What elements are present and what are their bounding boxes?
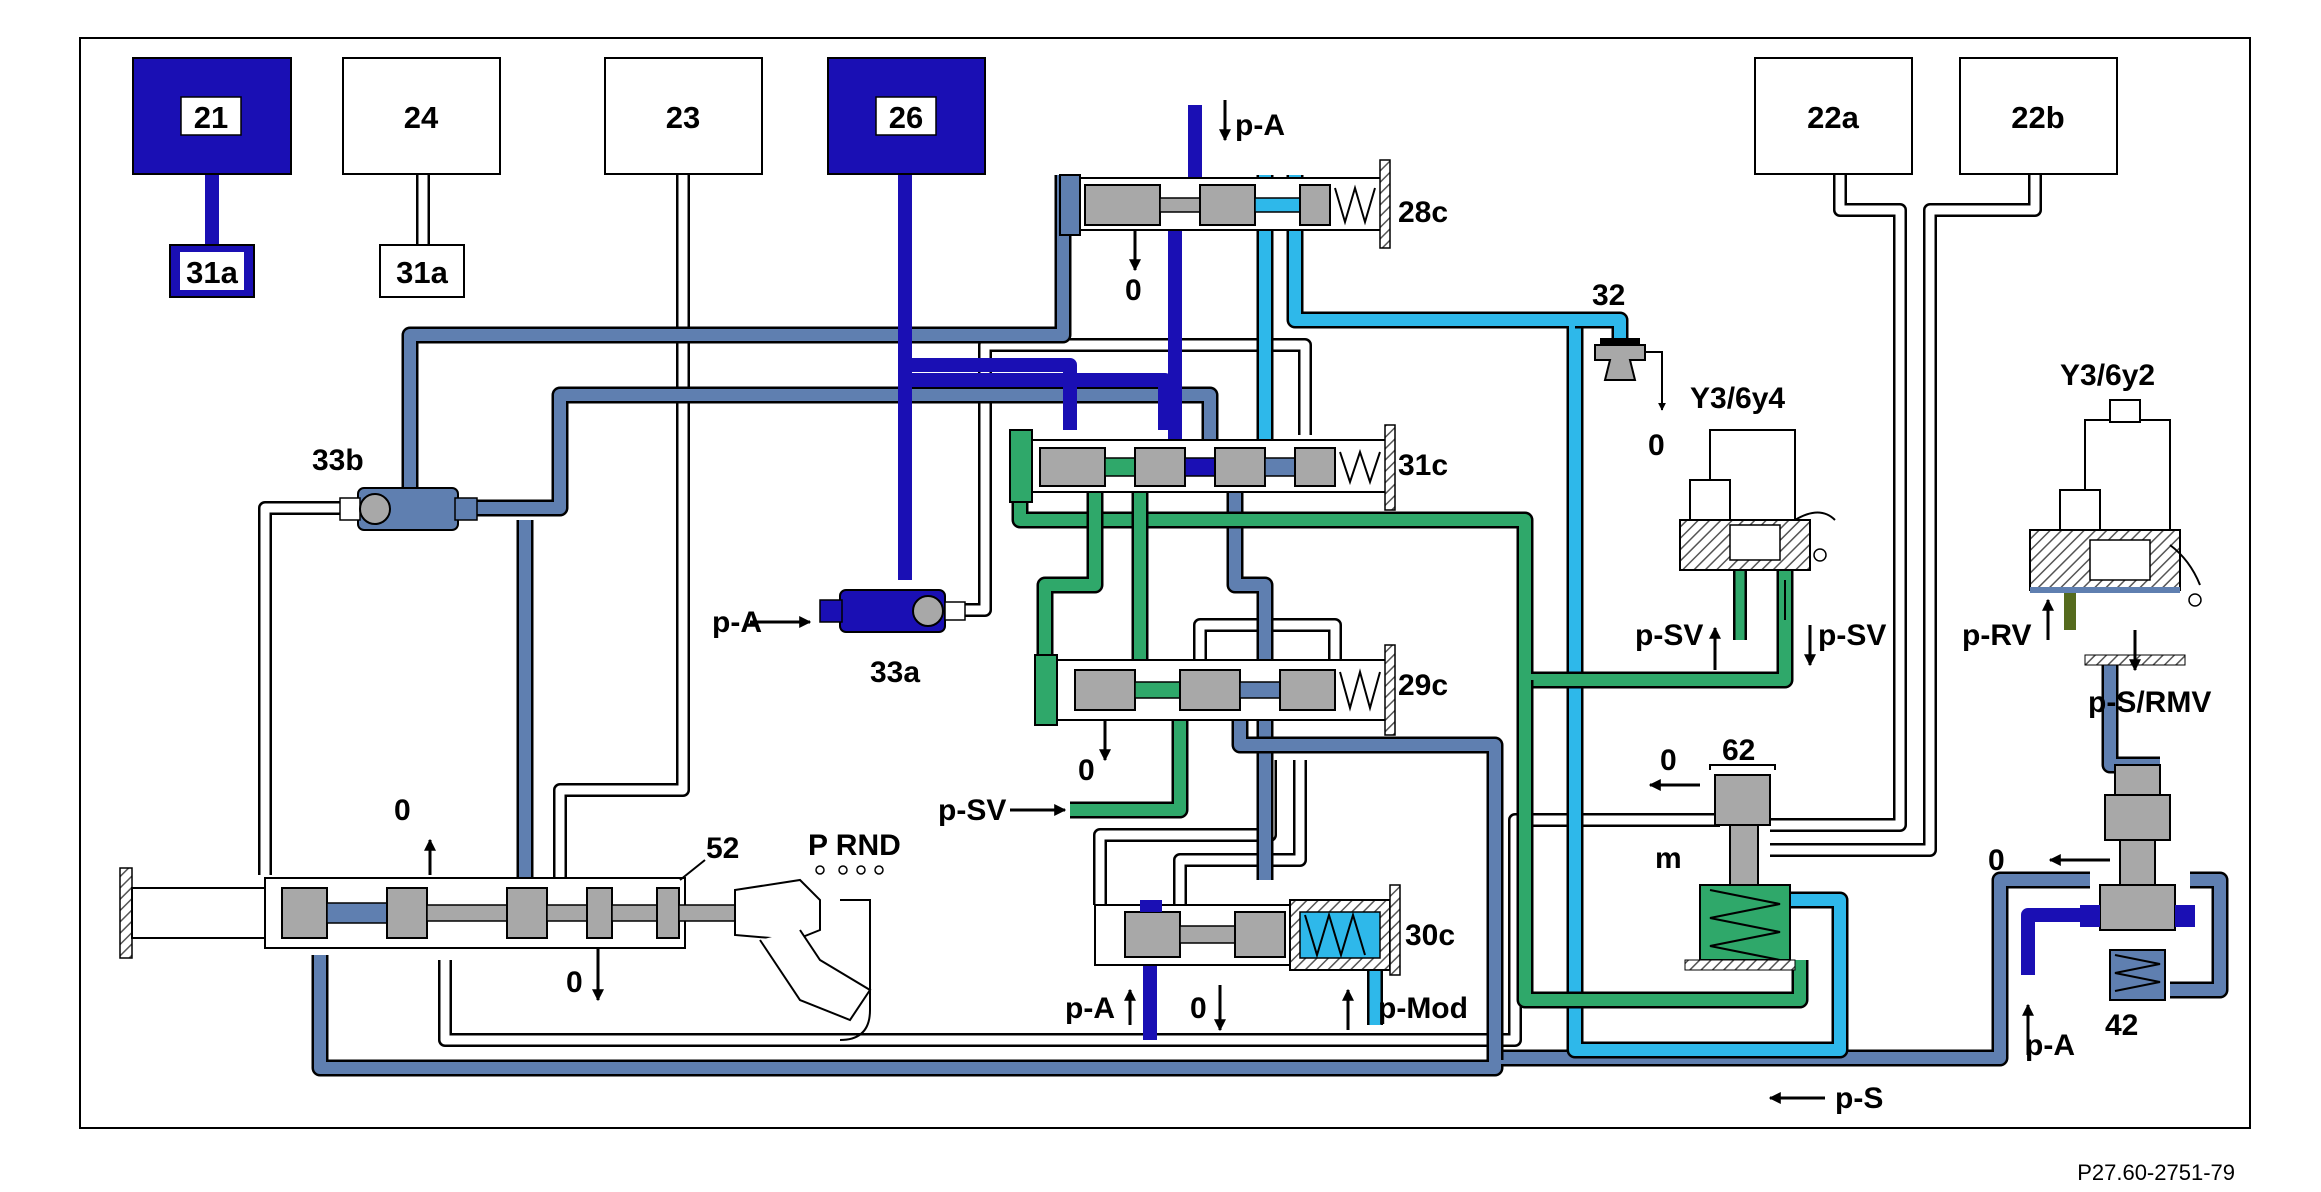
label-pMod: p-Mod	[1378, 992, 1468, 1025]
valve-62	[1684, 764, 1796, 971]
box-22b-label: 22b	[2011, 100, 2064, 135]
label-pSV-y4-right: p-SV	[1818, 619, 1886, 652]
valve-42	[2048, 654, 2195, 1001]
box-22a-group: 22a	[1754, 57, 1913, 175]
valve-33b	[339, 487, 478, 531]
label-zero-30c: 0	[1190, 992, 1207, 1025]
label-pSV-y4-left: p-SV	[1635, 619, 1703, 652]
pipes-slate-blue	[311, 175, 2229, 1077]
label-30c: 30c	[1405, 919, 1455, 952]
box-22b	[1959, 57, 2118, 175]
box-24-label: 24	[404, 100, 439, 135]
box-22a-label: 22a	[1807, 100, 1859, 135]
valve-33a	[819, 589, 966, 633]
reference-code: P27.60-2751-79	[2077, 1160, 2235, 1185]
label-pS: p-S	[1835, 1082, 1883, 1115]
label-52: 52	[706, 832, 739, 865]
labels: p-A 28c 0 32 0 Y3/6y4 Y3/6y2 31c 33b p-A…	[312, 109, 2235, 1185]
box-22a	[1754, 57, 1913, 175]
label-prnd: P RND	[808, 829, 901, 862]
label-28c: 28c	[1398, 196, 1448, 229]
label-m: m	[1655, 842, 1682, 875]
label-33b: 33b	[312, 444, 364, 477]
solenoid-y3-6y4	[1679, 429, 1836, 620]
pipes-white	[258, 170, 2042, 1047]
box-26-label: 26	[889, 100, 923, 135]
label-pSRMV: p-S/RMV	[2088, 686, 2211, 719]
box-23-group: 23	[604, 57, 763, 175]
box-24-group: 24 31a	[342, 57, 501, 298]
box-31a-right-label: 31a	[396, 255, 448, 290]
label-zero-52-up: 0	[394, 794, 411, 827]
label-zero-42: 0	[1988, 844, 2005, 877]
solenoid-y3-6y2	[2029, 399, 2202, 607]
label-pA-30c: p-A	[1065, 992, 1115, 1025]
label-31c: 31c	[1398, 449, 1448, 482]
box-31a-right	[379, 244, 465, 298]
box-21-group: 21 31a	[132, 57, 292, 298]
label-32: 32	[1592, 279, 1625, 312]
label-pA-42: p-A	[2025, 1029, 2075, 1062]
box-22b-group: 22b	[1959, 57, 2118, 175]
flow-arrows	[750, 100, 2141, 1104]
pipes-green	[1011, 445, 1809, 1009]
label-pRV: p-RV	[1962, 619, 2031, 652]
label-42: 42	[2105, 1009, 2138, 1042]
label-pSV-left: p-SV	[938, 794, 1006, 827]
box-26-group: 26	[827, 57, 986, 175]
diagram-frame	[79, 37, 2251, 1129]
box-23-label: 23	[666, 100, 700, 135]
label-29c: 29c	[1398, 669, 1448, 702]
label-pA-top: p-A	[1235, 109, 1285, 142]
valve-28c	[1059, 159, 1391, 272]
label-33a: 33a	[870, 656, 920, 689]
label-zero-29c: 0	[1078, 754, 1095, 787]
label-y3-6y2: Y3/6y2	[2060, 359, 2155, 392]
valve-29c	[1034, 644, 1396, 762]
label-pA-33a: p-A	[712, 606, 762, 639]
valve-30c	[1094, 884, 1401, 976]
valve-32	[1594, 338, 1666, 411]
valve-31c	[1009, 424, 1396, 511]
box-21-label: 21	[194, 100, 228, 135]
label-y3-6y4: Y3/6y4	[1690, 382, 1785, 415]
label-62: 62	[1722, 734, 1755, 767]
box-31a-left-label: 31a	[186, 255, 238, 290]
label-zero-62: 0	[1660, 744, 1677, 777]
valve-52-selector	[119, 838, 884, 1041]
box-24	[342, 57, 501, 175]
label-zero-32: 0	[1648, 429, 1665, 462]
box-23	[604, 57, 763, 175]
label-zero-52-down: 0	[566, 966, 583, 999]
label-zero-28c: 0	[1125, 274, 1142, 307]
